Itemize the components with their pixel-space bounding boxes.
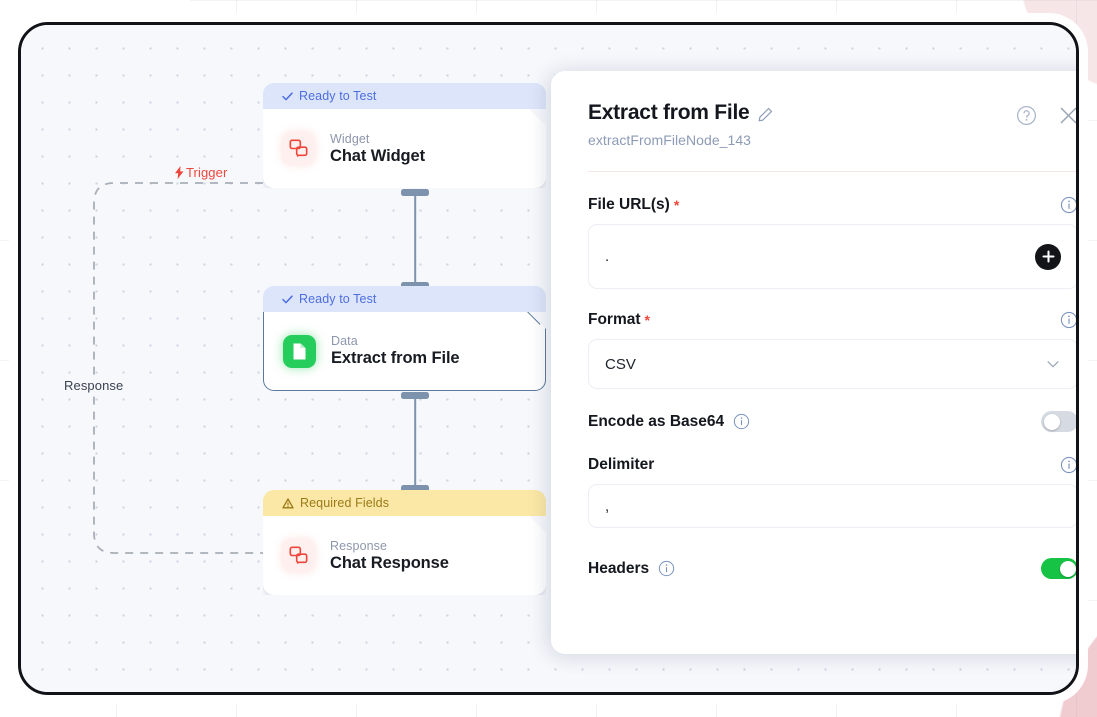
- delimiter-input[interactable]: ,: [588, 484, 1076, 528]
- field-label: Format *: [588, 311, 650, 329]
- field-label-text: Format: [588, 311, 641, 328]
- info-icon[interactable]: [1060, 196, 1078, 214]
- field-label-text: File URL(s): [588, 196, 670, 213]
- info-icon[interactable]: [658, 560, 675, 577]
- node-id-label: extractFromFileNode_143: [588, 132, 751, 148]
- settings-form: File URL(s) * .: [588, 172, 1078, 579]
- field-file-urls: File URL(s) * .: [588, 196, 1078, 289]
- format-select[interactable]: CSV: [588, 339, 1076, 389]
- close-icon[interactable]: [1059, 106, 1078, 125]
- node-status-text: Ready to Test: [299, 89, 377, 103]
- field-label: Delimiter: [588, 456, 654, 474]
- file-urls-input[interactable]: .: [588, 224, 1076, 289]
- connector-handle-source[interactable]: [401, 392, 429, 399]
- field-header: Format *: [588, 311, 1078, 329]
- node-title: Chat Response: [330, 553, 449, 572]
- format-value: CSV: [605, 355, 636, 373]
- field-header: Delimiter: [588, 456, 1078, 474]
- panel-title-row: Extract from File: [588, 101, 1076, 125]
- check-icon: [282, 294, 293, 303]
- node-kicker: Widget: [330, 131, 370, 146]
- response-label-text: Response: [64, 378, 124, 393]
- headers-toggle[interactable]: [1041, 558, 1076, 579]
- node-status-badge: Ready to Test: [263, 286, 546, 312]
- field-label: File URL(s) *: [588, 196, 679, 214]
- node-title: Extract from File: [331, 349, 460, 367]
- node-status-text: Ready to Test: [299, 292, 377, 306]
- toggle-knob: [1059, 560, 1076, 577]
- app-window-frame: Trigger Response Ready to Test: [18, 22, 1079, 695]
- node-chat-widget[interactable]: Ready to Test Widget Chat Widget: [263, 83, 546, 188]
- field-label: Headers: [588, 560, 675, 578]
- lightning-bolt-icon: [175, 166, 184, 179]
- pencil-icon[interactable]: [758, 107, 773, 122]
- page-title: Extract from File: [588, 101, 750, 124]
- field-delimiter: Delimiter ,: [588, 456, 1078, 528]
- panel-divider: [588, 171, 1076, 172]
- node-chat-response[interactable]: Required Fields Response Chat Response: [263, 490, 546, 595]
- info-icon[interactable]: [1060, 311, 1078, 329]
- node-extract-from-file[interactable]: Ready to Test Data Extract from File: [263, 286, 546, 391]
- toggle-knob: [1043, 413, 1060, 430]
- node-status-badge: Required Fields: [263, 490, 546, 516]
- connector-handle-source[interactable]: [401, 189, 429, 196]
- file-document-icon: [283, 335, 316, 368]
- chat-bubbles-icon: [282, 539, 315, 572]
- node-settings-panel: Extract from File extractFromFileNode_14…: [551, 71, 1078, 654]
- file-urls-value: .: [605, 248, 610, 265]
- node-card[interactable]: Response Chat Response: [263, 516, 546, 595]
- required-marker: *: [673, 197, 680, 213]
- check-icon: [282, 91, 293, 100]
- connector-line: [414, 399, 416, 485]
- delimiter-value: ,: [605, 497, 610, 515]
- info-icon[interactable]: [1060, 456, 1078, 474]
- field-encode-base64: Encode as Base64: [588, 411, 1076, 432]
- node-kicker: Data: [331, 334, 358, 348]
- node-text: Widget Chat Widget: [330, 132, 425, 166]
- node-status-text: Required Fields: [300, 496, 390, 510]
- connector-handle-target[interactable]: [401, 282, 429, 289]
- node-text: Response Chat Response: [330, 539, 449, 573]
- node-status-badge: Ready to Test: [263, 83, 546, 109]
- node-text: Data Extract from File: [331, 334, 460, 368]
- add-file-url-button[interactable]: [1035, 243, 1061, 270]
- field-headers: Headers: [588, 558, 1076, 579]
- encode-base64-toggle[interactable]: [1041, 411, 1076, 432]
- field-label: Encode as Base64: [588, 413, 750, 431]
- question-circle-icon[interactable]: [1016, 105, 1037, 126]
- node-card[interactable]: Widget Chat Widget: [263, 109, 546, 188]
- warning-triangle-icon: [282, 497, 294, 508]
- required-marker: *: [644, 312, 650, 328]
- chat-bubbles-icon: [282, 132, 315, 165]
- field-format: Format * CSV: [588, 311, 1078, 389]
- panel-header: Extract from File extractFromFileNode_14…: [588, 101, 1078, 148]
- info-icon[interactable]: [733, 413, 750, 430]
- chevron-down-icon: [1047, 361, 1059, 368]
- node-kicker: Response: [330, 538, 388, 553]
- connector-line: [414, 196, 416, 282]
- response-edge-label: Response: [61, 377, 127, 394]
- trigger-label-text: Trigger: [186, 165, 228, 180]
- node-title: Chat Widget: [330, 146, 425, 165]
- field-label-text: Encode as Base64: [588, 412, 725, 430]
- field-header: File URL(s) *: [588, 196, 1078, 214]
- node-card[interactable]: Data Extract from File: [263, 312, 546, 391]
- field-label-text: Headers: [588, 559, 650, 577]
- connector-handle-target[interactable]: [401, 485, 429, 492]
- field-label-text: Delimiter: [588, 456, 655, 473]
- panel-actions: [1016, 105, 1078, 126]
- trigger-edge-label: Trigger: [171, 164, 231, 181]
- plus-icon: [1041, 250, 1055, 263]
